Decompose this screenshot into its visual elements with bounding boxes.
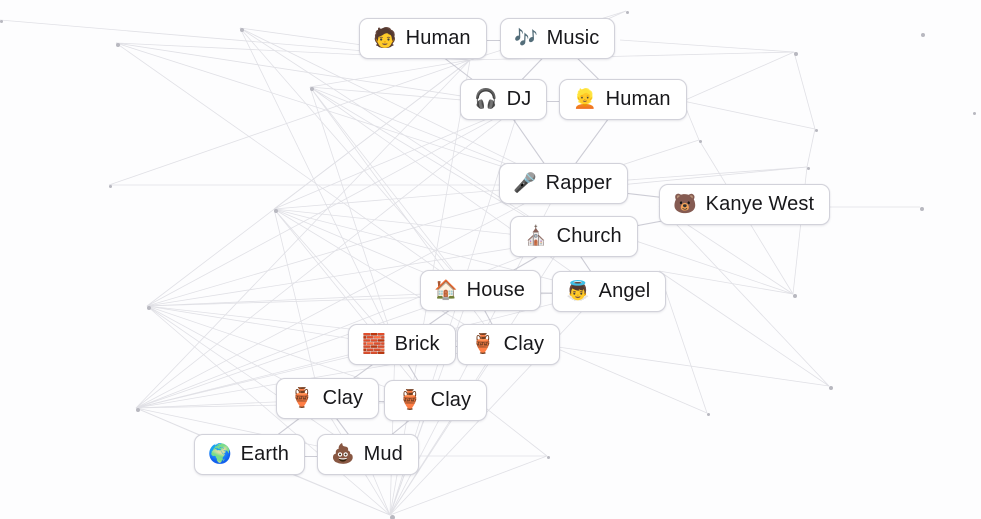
- element-node-church[interactable]: ⛪ Church: [510, 216, 638, 257]
- element-node-clay-1[interactable]: 🏺 Clay: [457, 324, 561, 365]
- amphora-emoji: 🏺: [471, 332, 495, 355]
- element-node-label: Rapper: [545, 172, 612, 194]
- person-emoji: 🧑: [373, 26, 397, 49]
- amphora-emoji: 🏺: [398, 388, 422, 411]
- element-node-label: Kanye West: [705, 193, 815, 215]
- element-node-music[interactable]: 🎶 Music: [500, 18, 616, 59]
- angel-emoji: 👼: [566, 279, 590, 302]
- element-node-angel[interactable]: 👼 Angel: [552, 271, 667, 312]
- element-node-label: Mud: [363, 443, 403, 465]
- element-node-dj[interactable]: 🎧 DJ: [460, 79, 548, 120]
- element-node-mud[interactable]: 💩 Mud: [317, 434, 419, 475]
- element-node-house[interactable]: 🏠 House: [420, 270, 541, 311]
- element-node-human-2[interactable]: 👱 Human: [559, 79, 687, 120]
- element-node-earth[interactable]: 🌍 Earth: [194, 434, 305, 475]
- element-node-label: Clay: [430, 389, 472, 411]
- earth-globe-emoji: 🌍: [208, 442, 232, 465]
- musical-notes-emoji: 🎶: [514, 26, 538, 49]
- element-node-label: Church: [556, 225, 622, 247]
- element-node-clay-3[interactable]: 🏺 Clay: [384, 380, 488, 421]
- element-node-label: Human: [605, 88, 671, 110]
- element-node-label: Clay: [503, 333, 545, 355]
- element-node-clay-2[interactable]: 🏺 Clay: [276, 378, 380, 419]
- person-blond-emoji: 👱: [573, 87, 597, 110]
- house-emoji: 🏠: [434, 278, 458, 301]
- element-node-label: Human: [405, 27, 471, 49]
- element-node-brick[interactable]: 🧱 Brick: [348, 324, 456, 365]
- mud-pile-emoji: 💩: [331, 442, 355, 465]
- brick-emoji: 🧱: [362, 332, 386, 355]
- element-node-kanye-west[interactable]: 🐻 Kanye West: [659, 184, 831, 225]
- amphora-emoji: 🏺: [290, 386, 314, 409]
- church-emoji: ⛪: [524, 224, 548, 247]
- element-node-label: Earth: [240, 443, 289, 465]
- element-node-label: DJ: [506, 88, 532, 110]
- element-node-label: Music: [546, 27, 600, 49]
- element-node-human-1[interactable]: 🧑 Human: [359, 18, 487, 59]
- element-node-label: Brick: [394, 333, 440, 355]
- element-node-label: House: [466, 279, 525, 301]
- bear-emoji: 🐻: [673, 192, 697, 215]
- element-node-label: Clay: [322, 387, 364, 409]
- element-node-rapper[interactable]: 🎤 Rapper: [499, 163, 628, 204]
- element-node-label: Angel: [598, 280, 651, 302]
- headphone-emoji: 🎧: [474, 87, 498, 110]
- microphone-emoji: 🎤: [513, 171, 537, 194]
